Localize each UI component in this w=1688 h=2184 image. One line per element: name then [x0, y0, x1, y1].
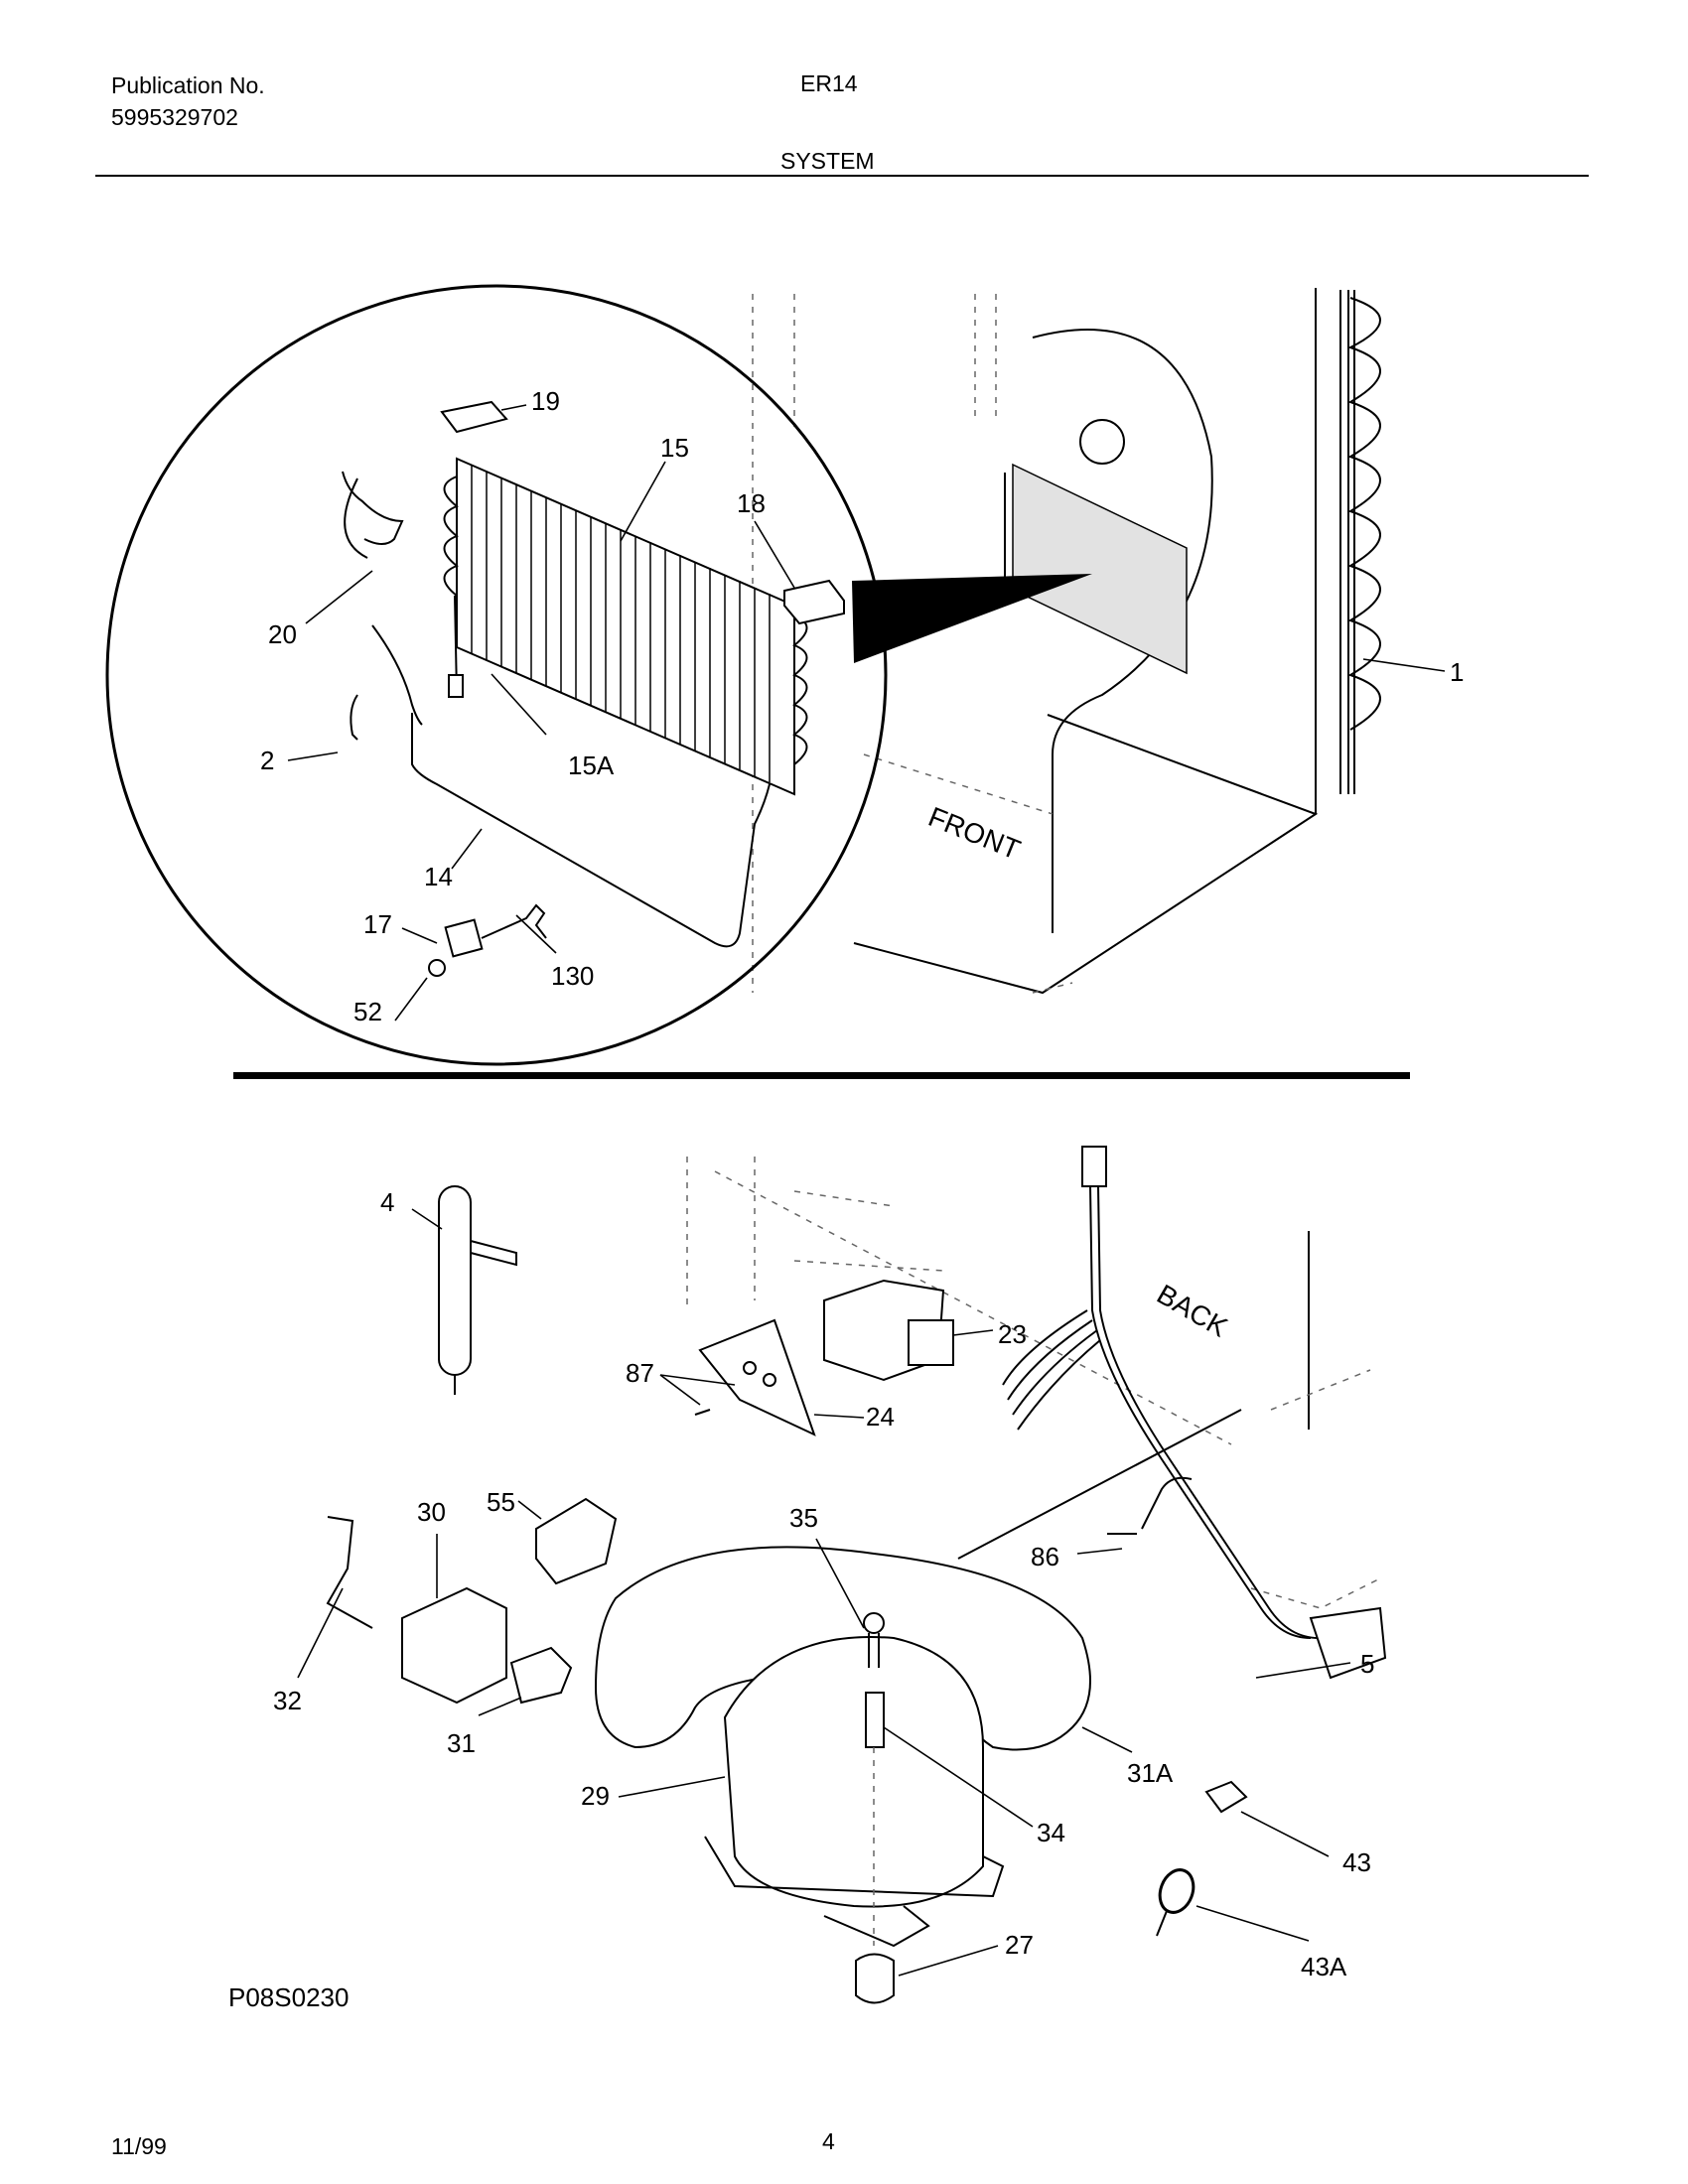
section-divider [233, 1072, 1410, 1079]
callout-55: 55 [487, 1487, 515, 1517]
lower-cabinet-outline [686, 1157, 1381, 1609]
part-43-clip [1204, 1780, 1248, 1814]
callout-43: 43 [1342, 1847, 1371, 1877]
part-43a-clamp [1156, 1868, 1196, 1937]
callout-17: 17 [363, 909, 392, 939]
part-35-bolt [863, 1612, 885, 1668]
callout-34: 34 [1037, 1818, 1065, 1847]
part-34-sleeve [865, 1692, 885, 1748]
callout-15: 15 [660, 433, 689, 463]
part-87-screws [694, 1361, 776, 1416]
part-4-drier [438, 1185, 517, 1395]
part-31-overload [509, 1646, 573, 1705]
callout-30: 30 [417, 1497, 446, 1527]
footer-date: 11/99 [111, 2133, 167, 2159]
leader-lines [287, 404, 1446, 1977]
part-29-compressor [723, 1636, 984, 1908]
callout-43a: 43A [1301, 1952, 1347, 1981]
part-15a-thermostat [448, 595, 464, 698]
evaporator-detail [443, 457, 808, 796]
callout-29: 29 [581, 1781, 610, 1811]
callout-14: 14 [424, 862, 453, 891]
callout-24: 24 [866, 1402, 895, 1432]
callout-15a: 15A [568, 751, 615, 780]
part-52-grommet [428, 959, 446, 977]
callout-86: 86 [1031, 1542, 1059, 1571]
diagram-code: P08S0230 [228, 1982, 350, 2012]
callout-32: 32 [273, 1686, 302, 1715]
callout-2: 2 [260, 746, 274, 775]
callout-52: 52 [353, 997, 382, 1026]
part-17-plate [444, 918, 484, 958]
header-rule [95, 175, 1589, 177]
cabinet-evaporator [1004, 419, 1188, 675]
zoom-pointer [852, 574, 1092, 663]
callout-87: 87 [626, 1358, 654, 1388]
condenser-coil [1339, 290, 1381, 794]
part-2-clip [350, 694, 358, 741]
section-title: SYSTEM [780, 148, 875, 174]
part-30-relay [401, 1586, 507, 1705]
part-23-timer [823, 1279, 954, 1382]
part-32-wire [326, 1516, 373, 1629]
callout-31: 31 [447, 1728, 476, 1758]
part-24-bracket [698, 1318, 816, 1436]
cabinet-outline [752, 288, 1319, 995]
publication-number: 5995329702 [111, 104, 238, 130]
part-55-capacitor [535, 1497, 618, 1585]
footer-page-number: 4 [822, 2128, 835, 2154]
compressor-group [594, 1546, 1091, 1948]
part-14-tubing [411, 713, 771, 948]
zoom-circle [105, 284, 888, 1066]
callout-130: 130 [551, 961, 594, 991]
callout-1: 1 [1450, 657, 1464, 687]
callout-31a: 31A [1127, 1758, 1174, 1788]
callout-23: 23 [998, 1319, 1027, 1349]
callout-4: 4 [380, 1187, 394, 1217]
callout-20: 20 [268, 619, 297, 649]
model-number: ER14 [800, 70, 858, 96]
callout-19: 19 [531, 386, 560, 416]
callout-18: 18 [737, 488, 766, 518]
part-19-pad [440, 400, 508, 434]
part-5-power-cord [1002, 1146, 1387, 1680]
callout-27: 27 [1005, 1930, 1034, 1960]
part-20-harness [342, 471, 423, 726]
part-86-ground-screw [1107, 1476, 1193, 1535]
part-27-grommet [855, 1747, 895, 2004]
part-130-screw [481, 903, 547, 939]
publication-label: Publication No. [111, 72, 265, 98]
part-18-pad [783, 579, 845, 625]
callout-35: 35 [789, 1503, 818, 1533]
label-front: FRONT [924, 801, 1025, 866]
label-back: BACK [1152, 1279, 1233, 1343]
callout-5: 5 [1360, 1649, 1374, 1679]
